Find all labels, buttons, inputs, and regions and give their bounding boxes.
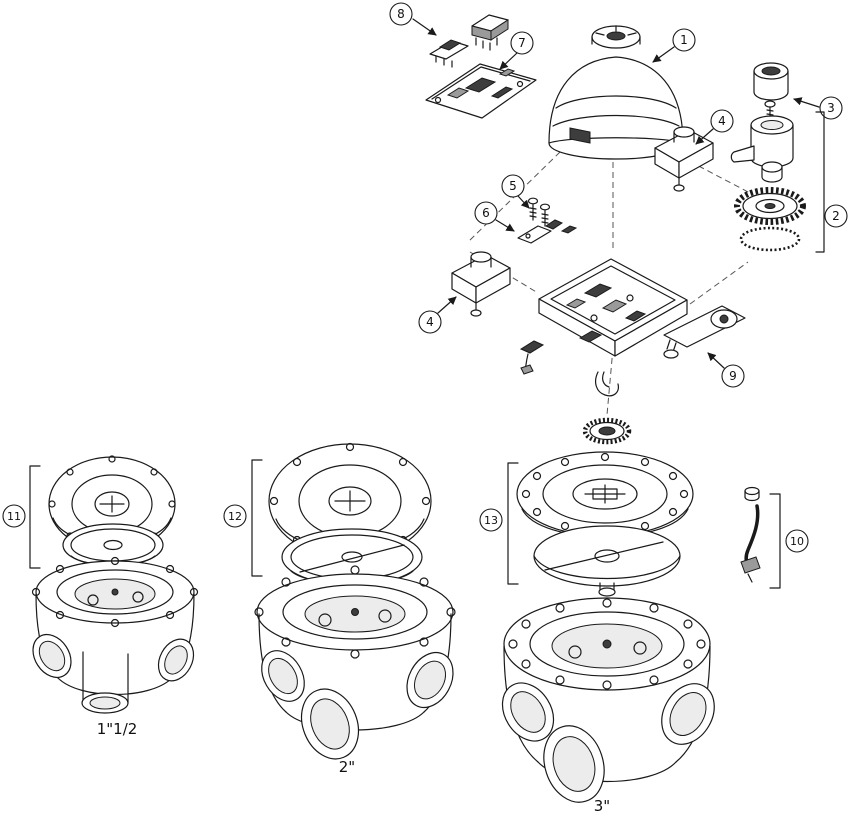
callout-2: 2 (815, 111, 848, 253)
callout-10: 10 (769, 493, 809, 589)
wire-plug-part (519, 340, 545, 375)
callout-4-upper-label: 4 (718, 114, 726, 128)
callout-9-label: 9 (729, 369, 737, 383)
gear-ring-part (734, 187, 806, 225)
mask (0, 0, 70, 75)
valve-body-3in (501, 597, 715, 803)
callout-4-lower: 4 (418, 296, 457, 334)
callout-1: 1 (652, 28, 696, 63)
valve-assembly-3in: 3" (501, 451, 715, 815)
callout-10-label: 10 (790, 535, 804, 548)
actuator-base-part (538, 258, 688, 357)
circuit-board-part (425, 63, 537, 119)
valve-assembly-2in: 2" (254, 442, 456, 776)
callout-3-label: 3 (827, 101, 835, 115)
screws-part (527, 197, 551, 227)
callout-9: 9 (707, 352, 745, 388)
callout-7: 7 (499, 31, 534, 70)
callout-1-label: 1 (680, 33, 688, 47)
motor-cam-part-lower (451, 251, 511, 317)
callout-4-lower-label: 4 (426, 315, 434, 329)
callout-7-label: 7 (518, 36, 526, 50)
callout-4-upper: 4 (695, 109, 734, 145)
callout-6: 6 (474, 201, 515, 232)
callout-13: 13 (479, 462, 519, 585)
actuator-cover-part (548, 25, 684, 160)
bearing-ring-part (582, 417, 632, 445)
bushing-part (753, 62, 789, 122)
valve-body-1-5in (31, 556, 199, 714)
valve-cover-1-5in (48, 455, 176, 553)
o-ring-part (739, 226, 801, 252)
valve-diverter-3in (533, 525, 681, 597)
retainer-clip-part (595, 371, 619, 397)
valve-top-flange-3in (516, 451, 694, 538)
switch-bracket-part (517, 219, 578, 244)
cover-label-print (569, 127, 591, 144)
cam-assembly-part (730, 115, 794, 183)
callout-5-label: 5 (509, 179, 517, 193)
callout-11-label: 11 (7, 510, 21, 523)
callout-11: 11 (2, 465, 41, 569)
callout-13-label: 13 (484, 514, 498, 527)
size-label-2in: 2" (339, 758, 355, 776)
valve-seal-1-5in (62, 523, 164, 567)
callout-6-label: 6 (482, 206, 490, 220)
callout-5: 5 (501, 174, 530, 209)
callout-2-label: 2 (832, 209, 840, 223)
relay-module-part (429, 14, 509, 68)
callout-8: 8 (389, 2, 437, 36)
callout-8-label: 8 (397, 7, 405, 21)
valve-body-2in (254, 565, 456, 760)
callout-12-label: 12 (228, 510, 242, 523)
callout-3: 3 (793, 96, 843, 120)
bleed-tube-part (740, 486, 761, 583)
handle-part (663, 305, 746, 359)
size-label-3in: 3" (594, 797, 610, 815)
valve-assembly-1-5in: 1"1/2 (31, 455, 199, 738)
callout-12: 12 (223, 459, 263, 577)
size-label-1-5in: 1"1/2 (97, 720, 138, 738)
